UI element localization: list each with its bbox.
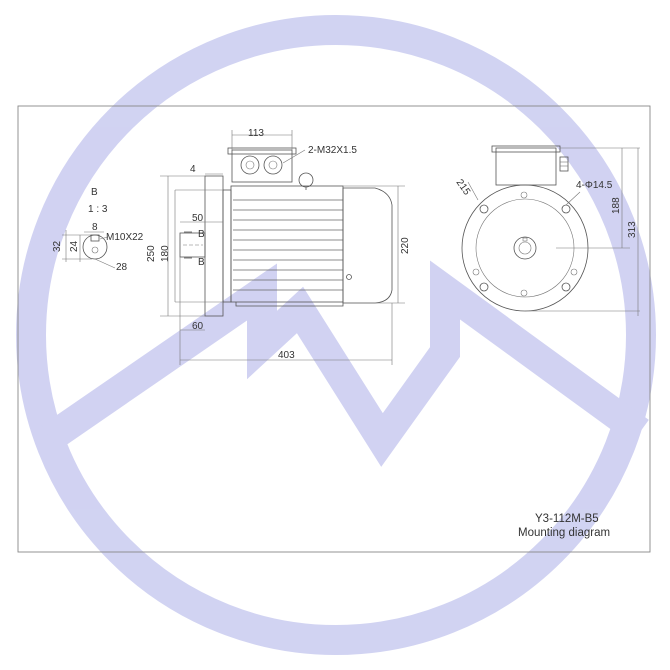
- dim-180: 180: [160, 245, 171, 262]
- lifting-eye: [298, 172, 314, 188]
- dim-188: 188: [611, 197, 622, 214]
- dim-4: 4: [190, 164, 196, 175]
- section-mark-b: B: [198, 257, 205, 268]
- section-label-b: B: [91, 187, 98, 198]
- keyway: [90, 234, 100, 242]
- cable-gland: [263, 155, 283, 175]
- dim-8: 8: [92, 222, 98, 233]
- mounting-hole: [479, 204, 489, 214]
- dim-holes: 4-Φ14.5: [576, 180, 613, 191]
- dim-28: 28: [116, 262, 128, 273]
- caption-label: Mounting diagram: [518, 527, 610, 539]
- dim-24: 24: [69, 240, 80, 252]
- cable-gland-end: [559, 156, 569, 172]
- section-mark-b: B: [198, 229, 205, 240]
- center-thread: [91, 246, 99, 254]
- dim-32: 32: [52, 240, 63, 252]
- dim-113: 113: [248, 128, 264, 139]
- mounting-hole: [561, 282, 571, 292]
- terminal-box: [231, 149, 293, 183]
- drawing-border: [17, 105, 651, 553]
- mounting-hole: [561, 204, 571, 214]
- dim-60: 60: [192, 321, 204, 332]
- shaft-section-detail: [62, 230, 116, 269]
- mounting-hole: [479, 282, 489, 292]
- terminal-box-end: [495, 147, 557, 186]
- flange: [204, 175, 224, 317]
- dim-cable-gland: 2-M32X1.5: [308, 145, 357, 156]
- dim-403: 403: [278, 350, 295, 361]
- mountain-logo-watermark: [16, 15, 656, 655]
- scale-label: 1 : 3: [88, 204, 108, 215]
- shaft-end: [513, 236, 537, 260]
- dim-50: 50: [192, 213, 204, 224]
- cooling-fins: [233, 199, 343, 291]
- fan-cover: [342, 187, 393, 304]
- dim-215: 215: [454, 177, 473, 197]
- model-label: Y3-112M-B5: [535, 513, 599, 525]
- end-view: [461, 145, 640, 316]
- dim-220: 220: [400, 237, 411, 254]
- dim-250: 250: [146, 245, 157, 262]
- cable-gland: [240, 155, 260, 175]
- shaft: [179, 232, 206, 258]
- dim-313: 313: [627, 221, 638, 238]
- dim-m10x22: M10X22: [106, 232, 144, 243]
- spigot: [222, 189, 232, 303]
- side-view: [160, 130, 405, 365]
